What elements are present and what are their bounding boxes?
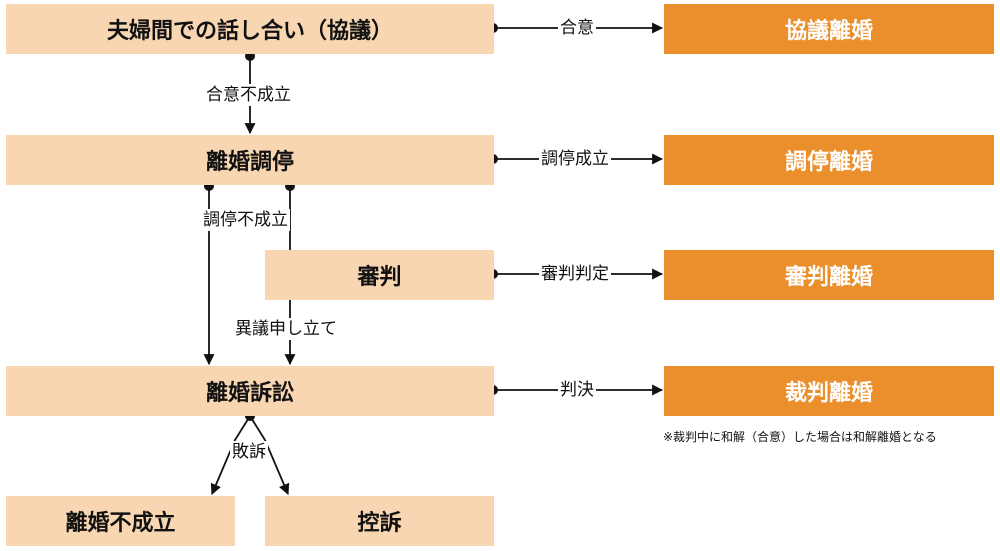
arrow-defeat-appeal: [249, 415, 290, 496]
label-mediation-fail: 調停不成立: [201, 209, 290, 231]
result-judicial-divorce: 裁判離婚: [664, 366, 994, 416]
label-defeat: 敗訴: [230, 441, 268, 463]
node-no-divorce: 離婚不成立: [6, 496, 235, 546]
result-trial-divorce: 審判離婚: [664, 250, 994, 300]
label-objection: 異議申し立て: [233, 318, 339, 340]
result-mediation-divorce: 調停離婚: [664, 135, 994, 185]
label-no-agreement: 合意不成立: [204, 84, 293, 106]
node-trial: 審判: [265, 250, 494, 300]
node-discussion: 夫婦間での話し合い（協議）: [6, 4, 494, 54]
label-mediation-success: 調停成立: [539, 148, 611, 170]
node-appeal: 控訴: [265, 496, 494, 546]
label-trial-decision: 審判判定: [539, 263, 611, 285]
footnote: ※裁判中に和解（合意）した場合は和解離婚となる: [663, 430, 937, 444]
label-agreement: 合意: [558, 17, 596, 39]
arrow-defeat-no-divorce: [210, 415, 251, 496]
node-lawsuit: 離婚訴訟: [6, 366, 494, 416]
node-mediation: 離婚調停: [6, 135, 494, 185]
result-agreement-divorce: 協議離婚: [664, 4, 994, 54]
label-judgment: 判決: [558, 379, 596, 401]
